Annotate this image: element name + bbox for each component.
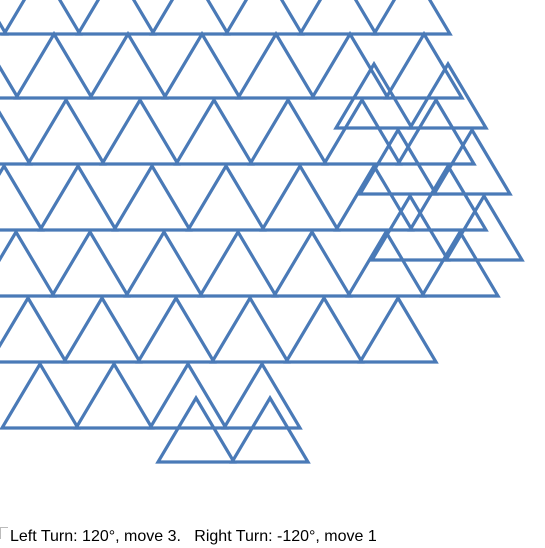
- triangle-30: [61, 294, 143, 364]
- triangle-22: [333, 162, 415, 232]
- triangle-17: [395, 96, 477, 166]
- turtle-rule-caption: Left Turn: 120°, move 3. Right Turn: -12…: [0, 526, 377, 548]
- triangle-tessellation-diagram: [0, 0, 525, 464]
- text-cursor-marker: [0, 527, 8, 539]
- triangle-24: [49, 228, 131, 298]
- triangle-8: [161, 30, 243, 100]
- triangle-52: [443, 192, 525, 262]
- left-turn-rule: Left Turn: 120°, move 3.: [10, 528, 181, 545]
- triangle-11: [383, 30, 465, 100]
- triangle-4: [297, 0, 379, 36]
- triangle-2: [149, 0, 231, 36]
- triangle-12: [25, 96, 107, 166]
- triangle-27: [271, 228, 353, 298]
- triangle-14: [173, 96, 255, 166]
- triangle-42: [0, 228, 57, 298]
- triangle-10: [309, 30, 391, 100]
- triangle-15: [247, 96, 329, 166]
- triangle-29: [419, 228, 501, 298]
- triangle-31: [135, 294, 217, 364]
- triangle-28: [345, 228, 427, 298]
- triangle-33: [283, 294, 365, 364]
- triangle-19: [111, 162, 193, 232]
- triangle-34: [357, 294, 439, 364]
- triangle-44: [0, 360, 81, 430]
- triangle-47: [333, 60, 415, 130]
- triangle-50: [431, 126, 513, 196]
- triangle-group: [0, 0, 525, 464]
- triangle-48: [407, 60, 489, 130]
- triangle-16: [321, 96, 403, 166]
- triangle-46: [229, 394, 311, 464]
- triangle-41: [0, 162, 45, 232]
- triangle-45: [155, 394, 237, 464]
- triangle-20: [185, 162, 267, 232]
- triangle-35: [73, 360, 155, 430]
- triangle-36: [147, 360, 229, 430]
- triangle-0: [1, 0, 83, 36]
- right-turn-rule: Right Turn: -120°, move 1: [194, 528, 377, 545]
- triangle-13: [99, 96, 181, 166]
- triangle-5: [371, 0, 453, 36]
- triangle-37: [221, 360, 303, 430]
- triangle-21: [259, 162, 341, 232]
- triangle-9: [235, 30, 317, 100]
- triangle-49: [357, 126, 439, 196]
- triangle-38: [0, 20, 9, 36]
- triangle-39: [0, 64, 21, 100]
- triangle-26: [197, 228, 279, 298]
- triangle-3: [223, 0, 305, 36]
- triangle-1: [75, 0, 157, 36]
- triangle-23: [407, 162, 489, 232]
- triangle-18: [37, 162, 119, 232]
- triangle-7: [87, 30, 169, 100]
- triangle-40: [0, 110, 33, 166]
- triangle-25: [123, 228, 205, 298]
- triangle-32: [209, 294, 291, 364]
- triangle-43: [0, 294, 69, 364]
- triangle-51: [369, 192, 451, 262]
- triangle-6: [13, 30, 95, 100]
